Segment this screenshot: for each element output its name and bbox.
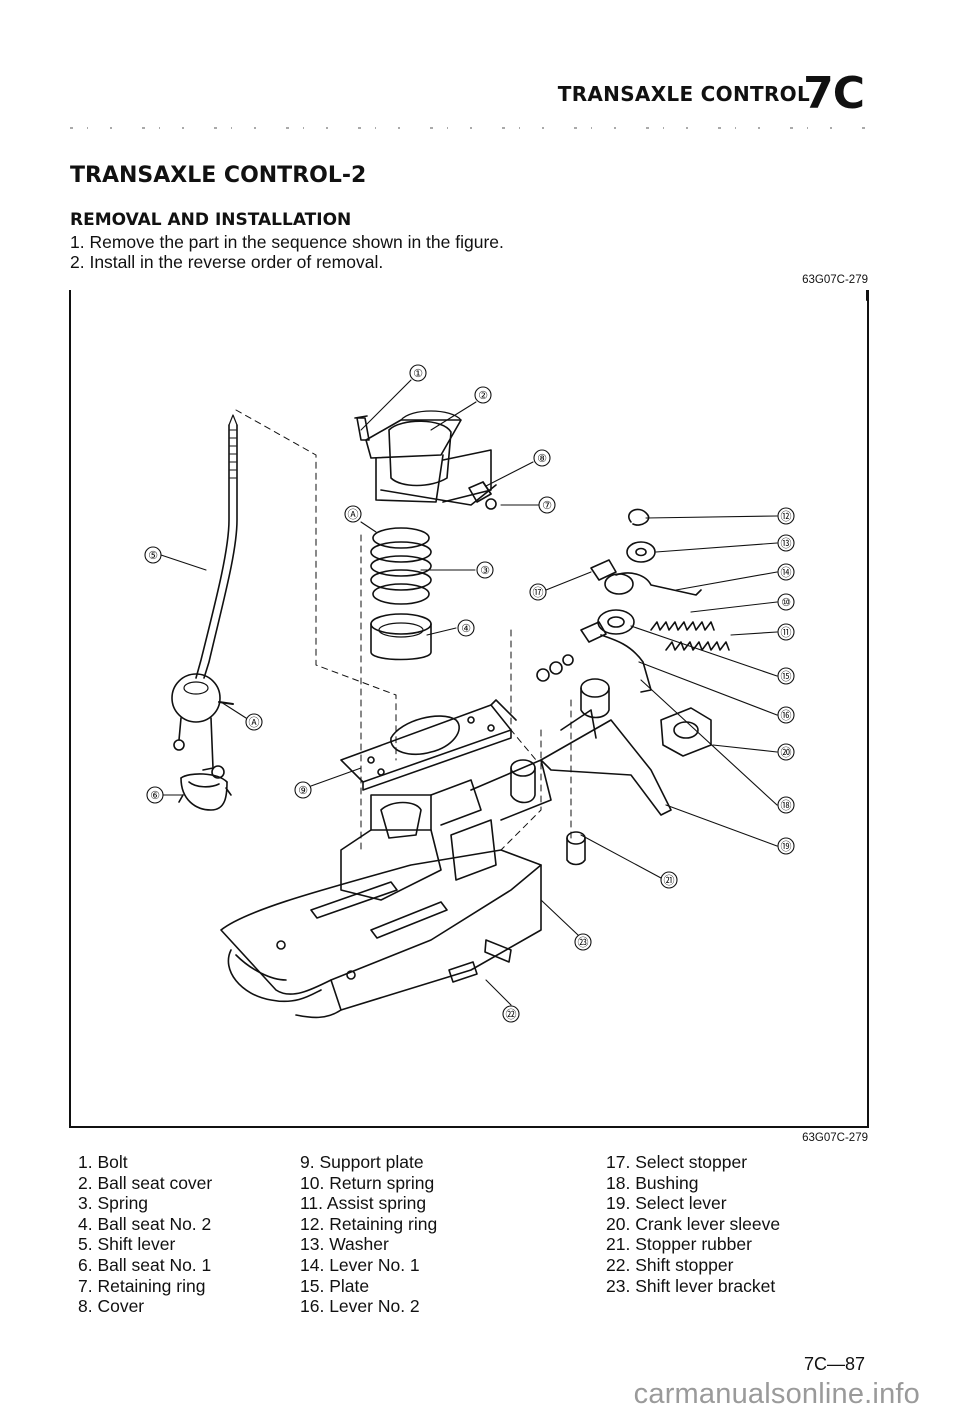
legend-column-1: 1. Bolt 2. Ball seat cover 3. Spring 4. … xyxy=(78,1152,212,1317)
legend-item: 21. Stopper rubber xyxy=(606,1234,752,1255)
exploded-diagram: ① ② ③ ④ ⑤ ⑥ ⑦ ⑧ ⑨ ⑩ ⑪ ⑫ ⑬ ⑭ ⑮ ⑯ ⑰ ⑱ ⑲ ⑳ … xyxy=(144,290,868,1023)
legend-item: 13. Washer xyxy=(300,1234,389,1255)
shift-lever-part xyxy=(171,414,238,779)
callout-18: ⑱ xyxy=(781,799,792,812)
legend-item: 4. Ball seat No. 2 xyxy=(78,1213,212,1234)
callout-markers: ① ② ③ ④ ⑤ ⑥ ⑦ ⑧ ⑨ ⑩ ⑪ ⑫ ⑬ ⑭ ⑮ ⑯ ⑰ ⑱ ⑲ ⑳ … xyxy=(144,364,795,1023)
legend-item: 3. Spring xyxy=(78,1193,149,1214)
legend-item: 8. Cover xyxy=(78,1296,145,1317)
legend-item: 17. Select stopper xyxy=(606,1152,748,1172)
callout-9: ⑨ xyxy=(298,784,308,797)
legend-item: 9. Support plate xyxy=(300,1152,424,1172)
support-plate-part xyxy=(340,699,517,791)
cover-part xyxy=(468,481,497,510)
figure-code-bottom: 63G07C-279 xyxy=(802,1132,868,1144)
callout-22: ㉒ xyxy=(506,1008,517,1021)
callout-12: ⑫ xyxy=(781,510,792,523)
callout-16: ⑯ xyxy=(781,709,792,722)
legend-column-3: 17. Select stopper 18. Bushing 19. Selec… xyxy=(606,1152,780,1296)
legend-item: 15. Plate xyxy=(300,1275,370,1296)
legend-item: 20. Crank lever sleeve xyxy=(606,1213,781,1234)
callout-4: ④ xyxy=(461,622,471,635)
callout-6: ⑥ xyxy=(150,789,160,802)
callout-14: ⑭ xyxy=(781,566,792,579)
spring-part xyxy=(370,527,432,605)
chapter-title: TRANSAXLE CONTROL xyxy=(557,82,810,106)
chapter-code: 7C xyxy=(803,68,865,119)
legend-item: 2. Ball seat cover xyxy=(78,1172,213,1193)
page-number: 7C—87 xyxy=(803,1354,865,1374)
figure-code-top: 63G07C-279 xyxy=(802,274,868,286)
callout-1: ① xyxy=(413,367,423,380)
callout-7: ⑦ xyxy=(542,499,552,512)
legend-item: 11. Assist spring xyxy=(300,1193,427,1214)
callout-20: ⑳ xyxy=(781,746,792,759)
legend-item: 1. Bolt xyxy=(78,1152,128,1172)
callout-8: ⑧ xyxy=(537,452,547,465)
legend-item: 10. Return spring xyxy=(300,1172,435,1193)
legend-item: 23. Shift lever bracket xyxy=(606,1275,776,1296)
step-2: 2. Install in the reverse order of remov… xyxy=(70,252,384,272)
legend-item: 19. Select lever xyxy=(606,1193,727,1214)
legend-item: 7. Retaining ring xyxy=(78,1275,206,1296)
callout-a-top: Ⓐ xyxy=(348,508,359,521)
callout-5: ⑤ xyxy=(148,549,158,562)
leader-lines xyxy=(160,379,778,1006)
legend-column-2: 9. Support plate 10. Return spring 11. A… xyxy=(300,1152,437,1317)
exploded-view-figure: ① ② ③ ④ ⑤ ⑥ ⑦ ⑧ ⑨ ⑩ ⑪ ⑫ ⑬ ⑭ ⑮ ⑯ ⑰ ⑱ ⑲ ⑳ … xyxy=(69,290,869,1128)
legend-item: 6. Ball seat No. 1 xyxy=(78,1254,212,1275)
callout-11: ⑪ xyxy=(781,626,792,639)
ball-seat-cover-part xyxy=(354,410,497,506)
callout-19: ⑲ xyxy=(781,840,792,853)
callout-3: ③ xyxy=(480,564,490,577)
legend-item: 12. Retaining ring xyxy=(300,1213,438,1234)
legend-item: 22. Shift stopper xyxy=(606,1254,734,1275)
shift-lever-bracket-part xyxy=(220,759,552,1019)
shift-stopper-part xyxy=(448,939,512,983)
legend-item: 18. Bushing xyxy=(606,1172,699,1193)
callout-a-lever: Ⓐ xyxy=(249,716,260,729)
assembly-guide-lines xyxy=(235,409,572,851)
callout-17: ⑰ xyxy=(533,586,544,599)
callout-13: ⑬ xyxy=(781,537,792,550)
legend-item: 14. Lever No. 1 xyxy=(300,1254,420,1275)
procedure-subtitle: REMOVAL AND INSTALLATION xyxy=(70,210,352,230)
callout-15: ⑮ xyxy=(781,670,792,683)
ball-seat-no1-part xyxy=(178,773,232,811)
header-rule xyxy=(70,127,870,129)
legend-item: 5. Shift lever xyxy=(78,1234,176,1255)
callout-2: ② xyxy=(478,389,488,402)
legend-item: 16. Lever No. 2 xyxy=(300,1296,420,1317)
site-watermark: carmanualsonline.info xyxy=(633,1378,920,1410)
callout-23: ㉓ xyxy=(578,936,589,949)
section-title: TRANSAXLE CONTROL-2 xyxy=(70,163,367,188)
callout-10: ⑩ xyxy=(781,596,791,609)
callout-21: ㉑ xyxy=(664,874,675,887)
select-lever-parts xyxy=(510,508,730,866)
step-1: 1. Remove the part in the sequence shown… xyxy=(70,232,504,252)
ball-seat-no2-part xyxy=(370,613,432,661)
